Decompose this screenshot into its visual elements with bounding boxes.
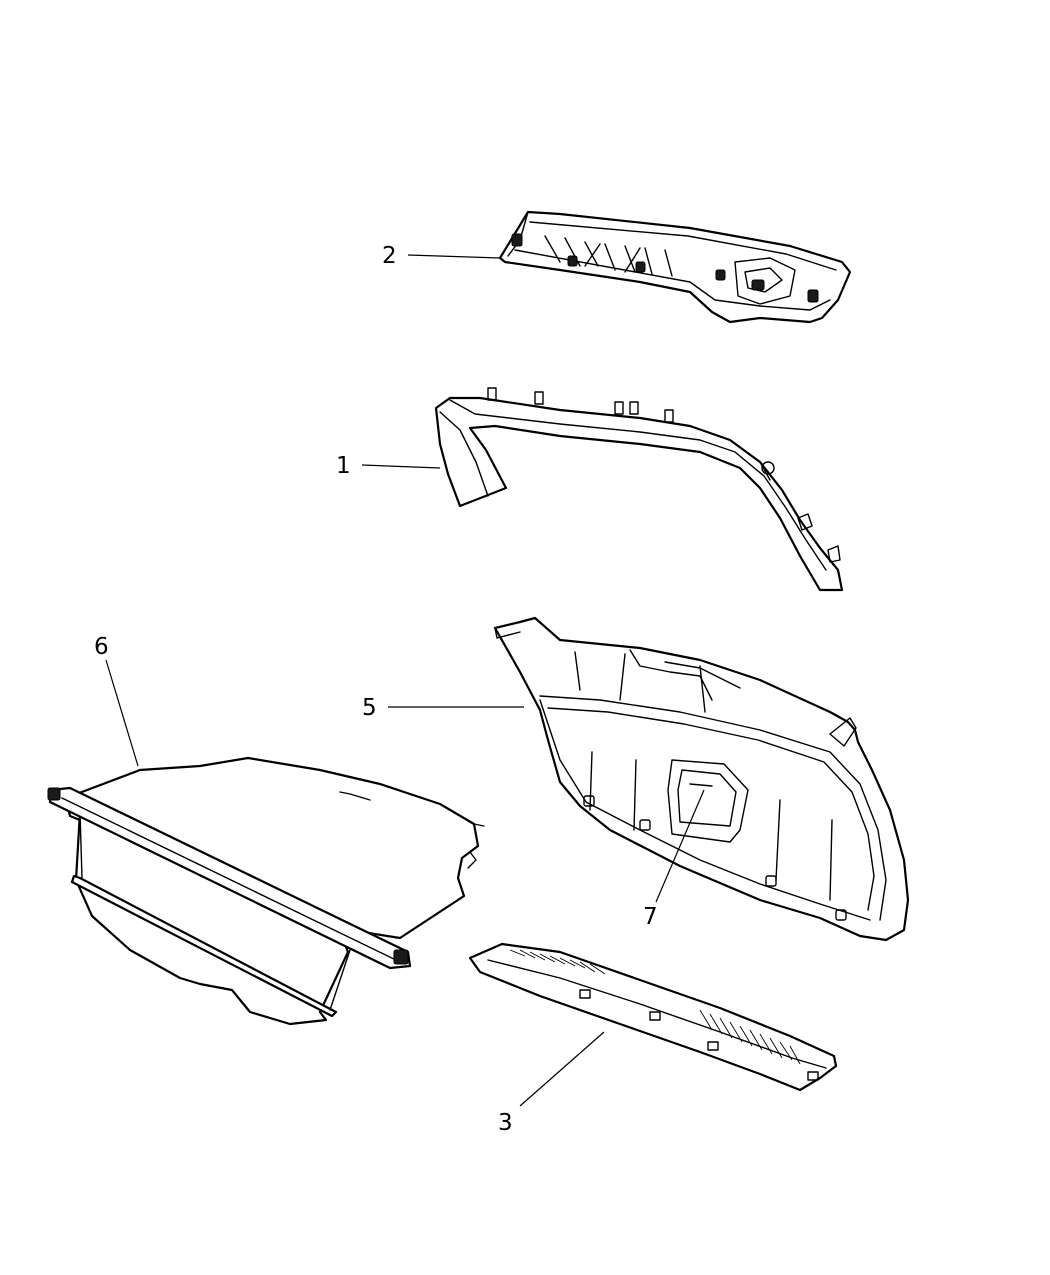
callout-6: 6 bbox=[94, 634, 109, 660]
leader-7 bbox=[655, 789, 705, 903]
callout-2: 2 bbox=[382, 243, 397, 269]
leader-2 bbox=[407, 254, 501, 259]
leader-3 bbox=[519, 1031, 605, 1107]
callout-3: 3 bbox=[498, 1110, 513, 1136]
leader-lines bbox=[105, 254, 705, 1107]
part-1-upper-trim bbox=[434, 387, 844, 592]
callout-1: 1 bbox=[336, 453, 351, 479]
leader-1 bbox=[361, 464, 441, 469]
callout-5: 5 bbox=[362, 695, 377, 721]
callout-labels: 2 1 5 6 7 3 bbox=[94, 243, 658, 1136]
part-2-bracket bbox=[498, 210, 852, 324]
callout-7: 7 bbox=[643, 904, 658, 930]
part-3-scuff-plate bbox=[468, 942, 838, 1092]
leader-6 bbox=[105, 659, 139, 767]
part-5-liftgate-panel bbox=[493, 616, 910, 942]
part-6-cargo-cover bbox=[47, 756, 485, 1026]
